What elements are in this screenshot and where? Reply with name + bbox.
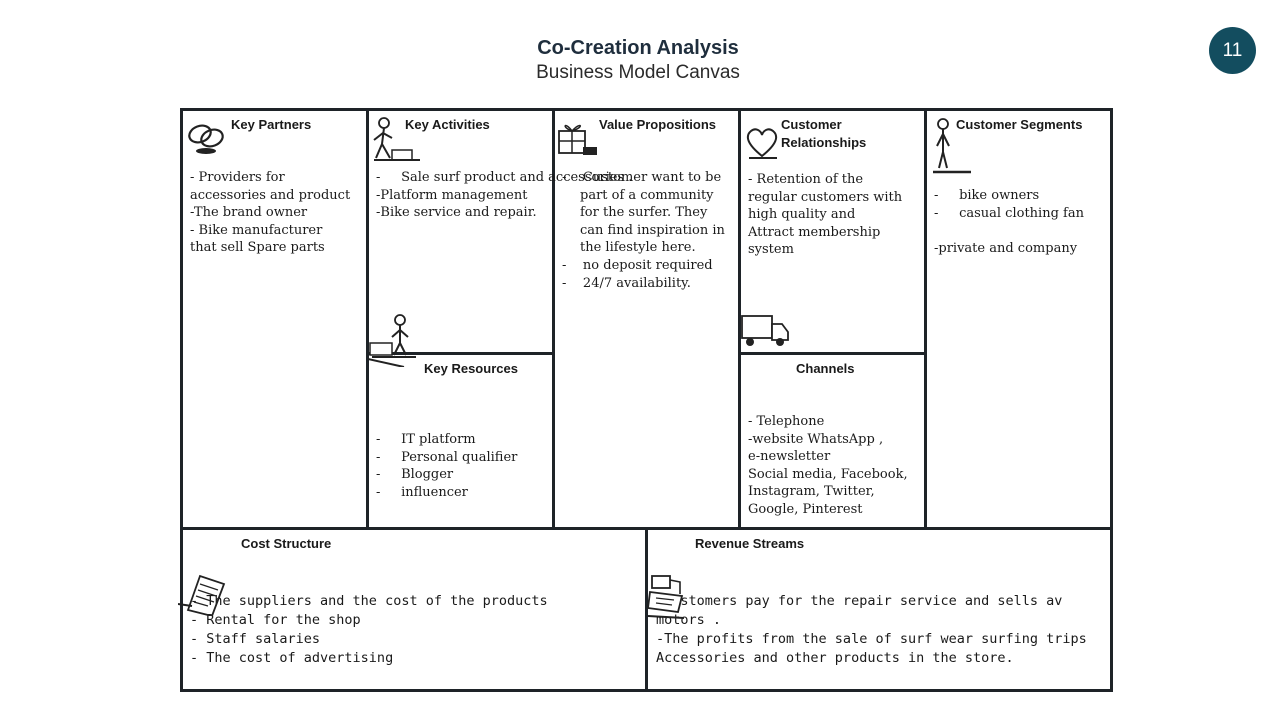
channels-text: - Telephone -website WhatsApp , e-newsle…	[748, 413, 908, 519]
page-title: Co-Creation Analysis	[537, 37, 739, 59]
list-item: Social media, Facebook,	[748, 466, 908, 482]
list-item: regular customers with	[748, 189, 903, 205]
truck-icon	[740, 312, 790, 350]
key-resources-text: - IT platform - Personal qualifier - Blo…	[376, 431, 517, 501]
list-item: - IT platform	[376, 432, 476, 447]
heart-icon	[743, 124, 781, 162]
list-item: -customers pay for the repair service an…	[656, 593, 1063, 609]
list-item: - Staff salaries	[190, 631, 321, 647]
list-item: - Telephone	[748, 414, 825, 429]
list-item: - Customer want to be part of a communit…	[562, 170, 725, 256]
page-subtitle: Business Model Canvas	[536, 62, 740, 83]
list-item: - Retention of the	[748, 172, 864, 187]
list-item: -The brand owner	[190, 205, 308, 221]
list-item: - The suppliers and the cost of the prod…	[190, 593, 548, 609]
list-item: - Rental for the shop	[190, 612, 361, 628]
worker-icon	[370, 114, 424, 168]
channels-heading: Channels	[796, 361, 855, 376]
standing-person-icon	[929, 116, 973, 176]
list-item: e-newsletter	[748, 449, 831, 465]
key-activities-heading: Key Activities	[405, 117, 490, 132]
list-item: - bike owners	[934, 188, 1040, 203]
list-item: - casual clothing fan	[934, 205, 1084, 221]
revenue-streams-text: -customers pay for the repair service an…	[656, 592, 1087, 668]
list-item: motors .	[656, 612, 722, 628]
key-resources-heading: Key Resources	[424, 361, 518, 376]
list-item: Google, Pinterest	[748, 501, 863, 517]
page-number-badge: 11	[1209, 27, 1256, 74]
list-item: -website WhatsApp ,	[748, 431, 884, 447]
cash-register-icon	[646, 572, 690, 622]
list-item: - no deposit required	[562, 257, 713, 273]
list-item: Accessories and other products in the st…	[656, 650, 1014, 666]
receipt-icon	[178, 570, 234, 616]
list-item: Instagram, Twitter,	[748, 484, 875, 500]
revenue-streams-heading: Revenue Streams	[695, 536, 805, 551]
list-item: -Platform management	[376, 187, 528, 203]
list-item: accessories and product	[190, 187, 351, 203]
list-item: - Bike manufacturer	[190, 222, 323, 238]
value-propositions-heading: Value Propositions	[599, 117, 717, 132]
customer-relationships-heading: Customer Relationships	[781, 117, 867, 150]
list-item: - 24/7 availability.	[562, 275, 691, 291]
list-item: - Blogger	[376, 467, 454, 483]
customer-segments-heading: Customer Segments	[956, 117, 1083, 132]
list-item: - Providers for	[190, 170, 285, 185]
gift-icon	[555, 115, 601, 161]
person-with-box-icon	[368, 313, 420, 367]
key-partners-text: - Providers for accessories and product …	[190, 169, 350, 257]
cost-structure-text: - The suppliers and the cost of the prod…	[190, 592, 548, 668]
list-item: -Bike service and repair.	[376, 205, 537, 221]
list-item: - The cost of advertising	[190, 650, 394, 666]
value-propositions-text: - Customer want to be part of a communit…	[562, 169, 734, 292]
customer-segments-text: - bike owners - casual clothing fan -pri…	[934, 187, 1084, 257]
list-item: - influencer	[376, 484, 468, 500]
list-item: -The profits from the sale of surf wear …	[656, 631, 1087, 647]
list-item: high quality and	[748, 207, 856, 223]
list-item: Attract membership	[748, 224, 881, 240]
cost-structure-heading: Cost Structure	[241, 536, 332, 551]
list-item: -private and company	[934, 240, 1078, 256]
key-partners-heading: Key Partners	[231, 117, 312, 132]
customer-relationships-text: - Retention of the regular customers wit…	[748, 171, 902, 259]
list-item: - Sale surf product and accessories .	[376, 170, 633, 185]
list-item: that sell Spare parts	[190, 240, 325, 256]
rings-icon	[184, 118, 230, 158]
list-item: system	[748, 242, 794, 258]
list-item: - Personal qualifier	[376, 449, 518, 465]
key-activities-text: - Sale surf product and accessories . -P…	[376, 169, 632, 222]
